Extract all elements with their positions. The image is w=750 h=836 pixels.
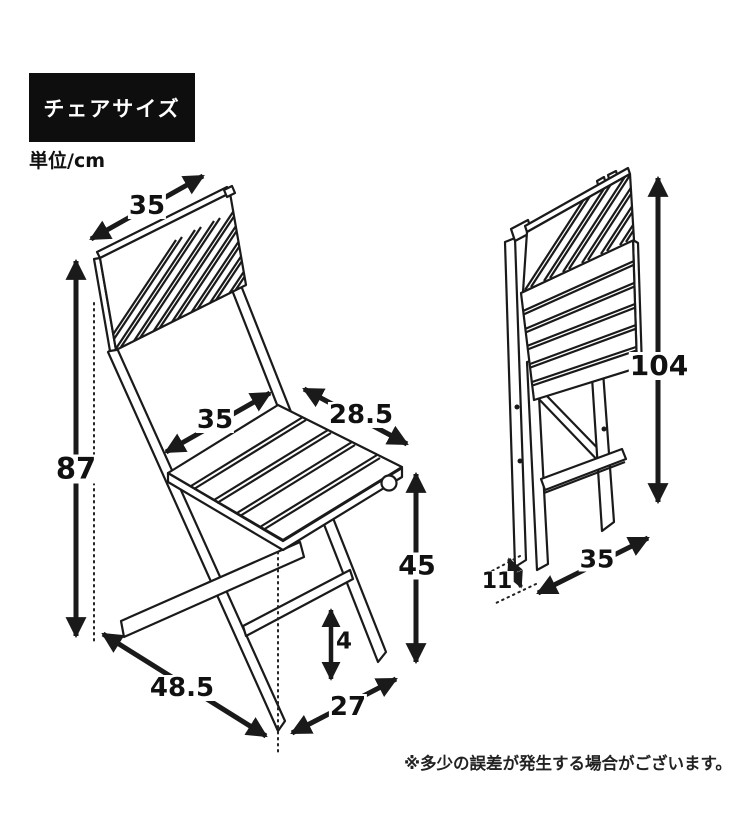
dim-open-seat-height: 45 [397, 550, 437, 582]
folded-chair-drawing [503, 166, 644, 572]
dim-open-front-span: 27 [328, 692, 368, 722]
folded-stretcher-bar [539, 447, 628, 492]
tolerance-note: ※多少の誤差が発生する場合がございます。 [404, 754, 732, 773]
folded-left-rail [503, 236, 528, 569]
open-stretcher-bar [241, 568, 355, 638]
open-chair-drawing [92, 184, 404, 733]
arrow-fold-depth [507, 557, 523, 589]
backrest-stripes [100, 193, 246, 350]
backrest-corner-tab [222, 184, 237, 199]
unit-label: 単位/cm [29, 150, 106, 172]
section-badge: チェアサイズ [29, 73, 195, 142]
dim-fold-width: 35 [578, 544, 616, 574]
dim-open-back-width: 35 [127, 191, 167, 221]
guide-fold-depth-b [495, 583, 537, 604]
badge-title: チェアサイズ [43, 96, 181, 121]
dim-fold-depth: 11 [480, 569, 514, 594]
dim-open-clearance: 4 [334, 628, 354, 655]
screw-dots [514, 404, 607, 464]
folded-stretcher-bottom [543, 460, 626, 495]
folded-seat-slat-lines [522, 259, 637, 387]
dim-fold-height: 104 [628, 349, 690, 382]
dim-open-floor-depth: 48.5 [148, 673, 216, 703]
open-front-leg-plank [119, 540, 306, 639]
dim-open-seat-width: 35 [195, 405, 235, 435]
dim-open-seat-depth: 28.5 [327, 400, 395, 430]
seat-corner-foot [380, 474, 398, 492]
dim-open-height: 87 [54, 451, 98, 486]
